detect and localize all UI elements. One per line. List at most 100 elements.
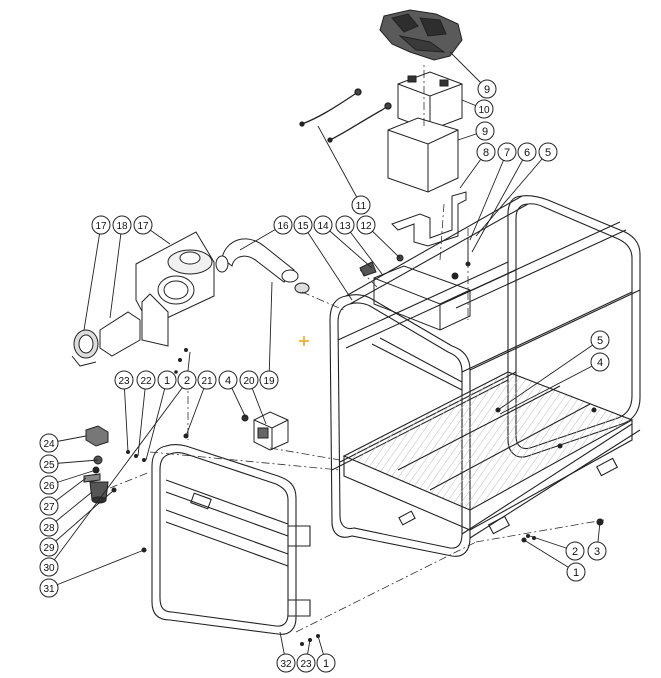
front-handle-frame	[141, 433, 311, 635]
callout-circle	[474, 99, 494, 119]
callout-number: 22	[140, 376, 152, 387]
air-cleaner-fasteners	[174, 348, 188, 374]
hold-down-bolts	[451, 238, 471, 280]
callout-bubble: 20	[239, 370, 259, 390]
callout-bubble: 13	[335, 215, 355, 235]
callout-bubble: 2	[565, 541, 585, 561]
callout-number: 7	[504, 147, 510, 159]
callout-circle	[590, 330, 610, 350]
callout-circle	[39, 537, 59, 557]
callout-bubble: 18	[112, 215, 132, 235]
callout-number: 24	[43, 439, 55, 450]
callout-circle	[316, 653, 336, 673]
callout-leader	[145, 379, 168, 461]
callout-circle	[590, 352, 610, 372]
callout-circle	[133, 215, 153, 235]
callout-circle	[538, 142, 558, 162]
callout-circle	[39, 496, 59, 516]
callout-number: 23	[118, 376, 130, 387]
callout-leader	[123, 379, 129, 453]
callout-number: 5	[597, 335, 603, 347]
callout-bubble: 29	[39, 537, 59, 557]
callout-number: 23	[300, 659, 312, 670]
callout-leader	[109, 224, 123, 319]
callout-circle	[587, 541, 607, 561]
callout-circle	[197, 370, 217, 390]
callout-number: 3	[594, 546, 600, 558]
callout-bubble: 7	[497, 142, 517, 162]
air-intake-hose	[215, 238, 310, 294]
callout-circle	[157, 370, 177, 390]
callout-bubble: 10	[474, 99, 494, 119]
callout-number: 13	[339, 221, 351, 232]
callout-number: 21	[201, 376, 213, 387]
callout-bubble: 19	[259, 370, 279, 390]
hold-down-bracket	[391, 191, 467, 247]
callout-bubble: 32	[276, 653, 296, 673]
battery	[397, 71, 463, 131]
assembly-centerlines	[109, 62, 605, 633]
callout-bubble: 16	[273, 215, 293, 235]
main-frame	[329, 195, 641, 557]
battery-tray	[387, 117, 459, 193]
callout-circle	[39, 475, 59, 495]
callout-number: 4	[597, 357, 603, 369]
callout-number: 15	[297, 221, 309, 232]
callout-bubble: 8	[476, 142, 496, 162]
callout-circle	[476, 142, 496, 162]
callout-circle	[517, 142, 537, 162]
callout-circle	[497, 142, 517, 162]
callout-number: 11	[356, 201, 367, 212]
callout-leader	[523, 539, 577, 573]
callout-bubble: 5	[590, 330, 610, 350]
callout-number: 18	[116, 221, 128, 232]
callout-leader	[302, 224, 353, 301]
air-cleaner	[71, 231, 215, 367]
callout-leader	[471, 151, 528, 253]
callout-circle	[296, 653, 316, 673]
control-box	[241, 411, 289, 451]
callout-bubble: 23	[296, 653, 316, 673]
callout-circle	[276, 653, 296, 673]
callout-bubble: 17	[91, 215, 111, 235]
callout-leader	[185, 379, 208, 437]
callout-bubble: 1	[566, 562, 586, 582]
callout-leader	[48, 379, 189, 568]
callout-leader	[268, 281, 273, 381]
terminal-cover	[379, 9, 463, 61]
callout-number: 12	[360, 221, 372, 232]
callout-circle	[239, 370, 259, 390]
battery-mount-plate	[359, 254, 471, 331]
callout-bubble: 22	[136, 370, 156, 390]
callout-number: 2	[184, 375, 190, 387]
callout-number: 28	[43, 523, 55, 534]
callout-leader	[137, 379, 147, 457]
callout-bubble: 17	[133, 215, 153, 235]
callout-number: 27	[43, 502, 55, 513]
callout-leader	[48, 489, 115, 548]
battery-cables	[299, 88, 392, 143]
callout-circle	[273, 215, 293, 235]
callout-leader	[48, 549, 145, 589]
callout-circle	[91, 215, 111, 235]
callout-leader	[317, 125, 362, 206]
callout-bubble: 4	[218, 370, 238, 390]
callout-circle	[259, 370, 279, 390]
callout-circle	[477, 79, 497, 99]
callout-number: 4	[225, 375, 231, 387]
callout-circle	[335, 215, 355, 235]
callout-leader	[499, 361, 601, 415]
callout-bubble: 1	[316, 653, 336, 673]
callout-number: 2	[572, 546, 578, 558]
callout-bubble: 25	[39, 454, 59, 474]
callout-circle	[39, 557, 59, 577]
callout-number: 31	[43, 584, 55, 595]
callout-bubble: 12	[356, 215, 376, 235]
callout-circle	[39, 454, 59, 474]
callout-number: 14	[317, 221, 329, 232]
callout-bubble: 6	[517, 142, 537, 162]
callout-circle	[39, 517, 59, 537]
